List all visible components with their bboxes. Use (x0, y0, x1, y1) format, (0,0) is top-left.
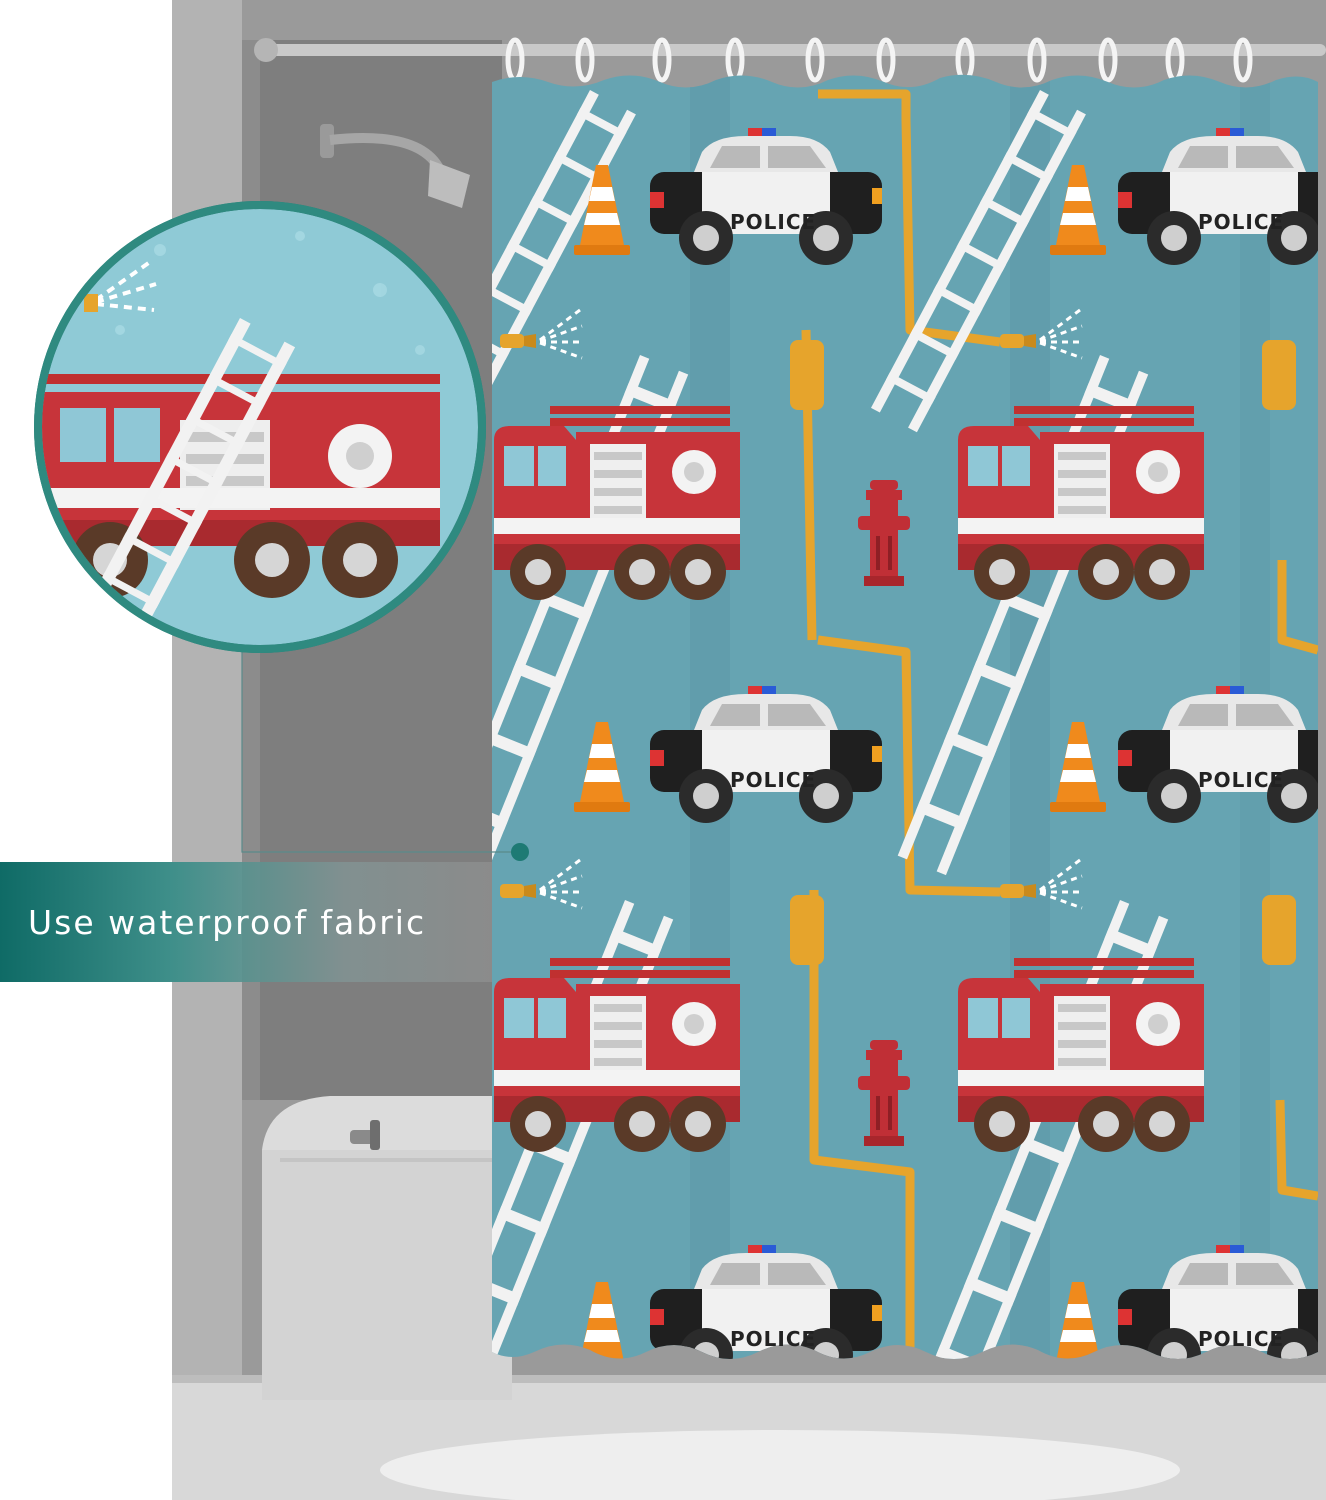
police-label: POLICE (1198, 1327, 1285, 1351)
fabric-zoom-circle (34, 201, 486, 653)
feature-caption-band: Use waterproof fabric (0, 862, 492, 982)
callout-line (241, 652, 520, 853)
shower-curtain (492, 74, 1318, 1359)
bath-rug (380, 1430, 1180, 1500)
shower-head-icon (320, 124, 470, 208)
police-label: POLICE (730, 1327, 817, 1351)
police-label: POLICE (1198, 210, 1285, 234)
police-label: POLICE (730, 768, 817, 792)
curtain-rod (258, 44, 1326, 56)
police-label: POLICE (1198, 768, 1285, 792)
feature-caption: Use waterproof fabric (28, 902, 427, 942)
callout-dot (511, 843, 529, 861)
police-label: POLICE (730, 210, 817, 234)
tub-faucet-icon (350, 1120, 380, 1150)
fire-truck-icon (42, 374, 440, 598)
